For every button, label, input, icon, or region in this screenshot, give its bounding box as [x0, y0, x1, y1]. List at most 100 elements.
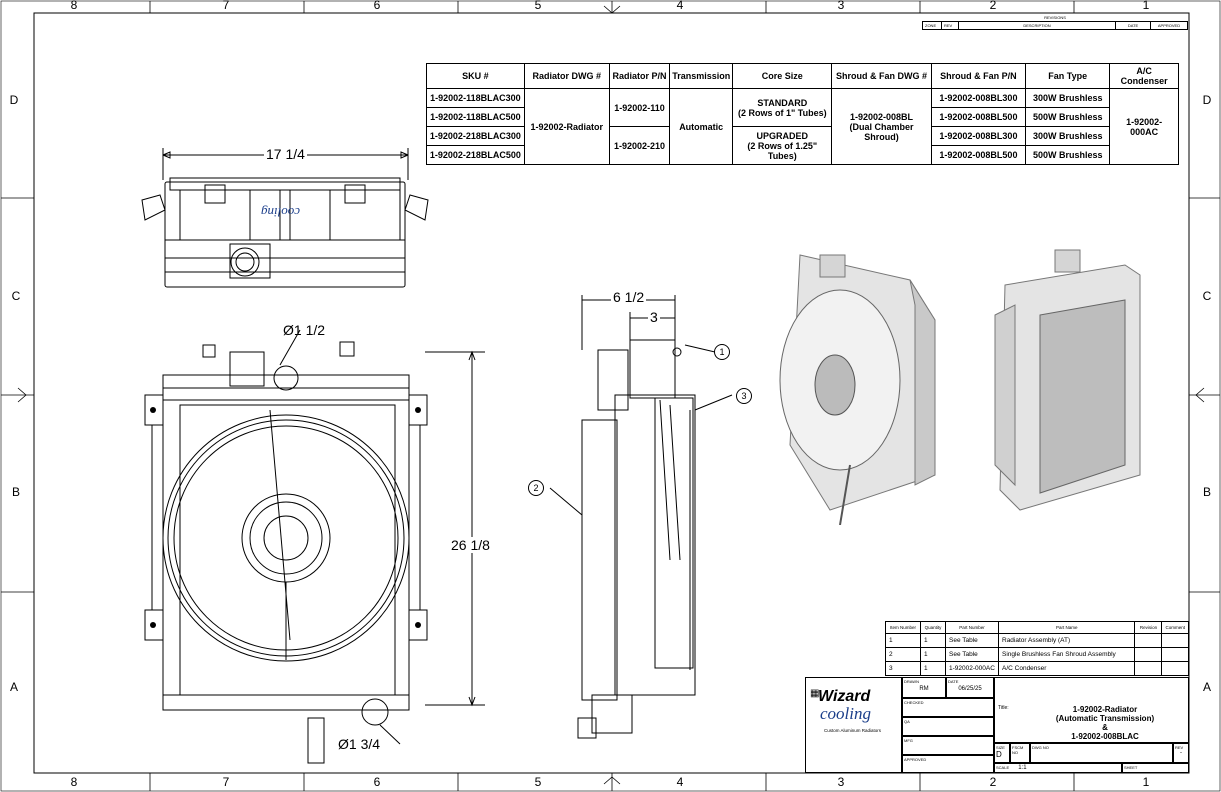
fan-type-cell: 300W Brushless — [1025, 88, 1111, 108]
balloon-1: 1 — [714, 344, 730, 360]
bom-revision — [1134, 647, 1163, 662]
shroud-pn-header: Shroud & Fan P/N — [930, 63, 1027, 89]
sku-header: SKU # — [426, 63, 525, 89]
shroud-dwg-cell: 1-92002-008BL(Dual Chamber Shroud) — [831, 88, 932, 165]
logo-cell: Wizard cooling Custom Aluminum Radiators… — [805, 677, 902, 773]
top-view-drawing: cooling — [141, 148, 429, 288]
bom-header-pn: Part Number — [945, 621, 999, 634]
rev-header-zone: ZONE — [922, 21, 942, 30]
title-line: & — [1102, 723, 1108, 732]
scale-cell: SCALE 1:1 — [994, 763, 1122, 773]
core-size-line1: UPGRADED — [756, 130, 809, 141]
bom-row: 3 1 1-92002-000AC A/C Condenser — [885, 661, 1189, 676]
rev-header-approved: APPROVED — [1150, 21, 1188, 30]
mfg-cell: MFG — [902, 736, 994, 755]
fan-type-cell: 300W Brushless — [1025, 126, 1111, 146]
balloon-3: 3 — [736, 388, 752, 404]
top-width-dimension: 17 1/4 — [264, 146, 307, 162]
title-text: 1-92002-Radiator (Automatic Transmission… — [1025, 705, 1185, 741]
front-view-drawing — [144, 329, 485, 764]
zone-col-6: 6 — [373, 775, 381, 789]
sku-table: SKU # Radiator DWG # Radiator P/N Transm… — [426, 63, 1179, 165]
bom-comment — [1161, 633, 1189, 648]
zone-col-7: 7 — [222, 775, 230, 789]
drawn-date-cell: DATE 06/25/25 — [946, 677, 994, 698]
approved-label: APPROVED — [904, 757, 927, 762]
logo-tagline: Custom Aluminum Radiators — [824, 728, 882, 733]
zone-col-6: 6 — [373, 0, 381, 12]
date-label: DATE — [948, 679, 959, 684]
zone-col-2: 2 — [989, 775, 997, 789]
core-size-line1: STANDARD — [757, 97, 808, 108]
bom-name: Radiator Assembly (AT) — [997, 633, 1136, 648]
title-line: (Automatic Transmission) — [1055, 714, 1155, 723]
radiator-dwg-header: Radiator DWG # — [523, 63, 610, 89]
outlet-diameter-dimension: Ø1 3/4 — [338, 736, 381, 752]
size-value: D — [996, 750, 1002, 759]
rev-header-rev: REV — [941, 21, 959, 30]
bom-row: 1 1 See Table Radiator Assembly (AT) — [885, 633, 1189, 648]
shroud-pn-cell: 1-92002-008BL300 — [930, 88, 1027, 108]
core-size-cell: UPGRADED(2 Rows of 1.25" Tubes) — [732, 126, 833, 165]
height-dimension: 26 1/8 — [450, 537, 491, 553]
side-view-drawing — [549, 295, 733, 739]
zone-row-d: D — [9, 93, 19, 107]
zone-row-d: D — [1202, 93, 1212, 107]
transmission-cell: Automatic — [669, 88, 734, 165]
bom-pn: 1-92002-000AC — [945, 661, 999, 676]
sku-cell: 1-92002-218BLAC500 — [426, 145, 525, 165]
zone-col-3: 3 — [837, 0, 845, 12]
title-cell: Title: 1-92002-Radiator (Automatic Trans… — [994, 677, 1189, 743]
fan-type-cell: 500W Brushless — [1025, 107, 1111, 127]
shroud-dwg-line1: 1-92002-008BL — [850, 111, 914, 122]
core-size-header: Core Size — [732, 63, 833, 89]
ac-condenser-header: A/C Condenser — [1109, 63, 1179, 89]
shroud-dwg-header: Shroud & Fan DWG # — [831, 63, 932, 89]
title-line: 1-92002-008BLAC — [1071, 732, 1139, 741]
approved-cell: APPROVED — [902, 755, 994, 773]
logo-cooling: cooling — [820, 704, 871, 723]
zone-col-8: 8 — [70, 775, 78, 789]
bom-table: Item Number Quantity Part Number Part Na… — [885, 621, 1189, 676]
zone-col-3: 3 — [837, 775, 845, 789]
rev-cell: REV - — [1173, 743, 1189, 763]
sku-cell: 1-92002-218BLAC300 — [426, 126, 525, 146]
bom-name: Single Brushless Fan Shroud Assembly — [997, 647, 1136, 662]
svg-text:cooling: cooling — [261, 205, 300, 220]
shroud-pn-cell: 1-92002-008BL300 — [930, 126, 1027, 146]
fan-type-header: Fan Type — [1025, 63, 1111, 89]
drawn-by: RM — [919, 686, 929, 692]
title-line: 1-92002-Radiator — [1072, 705, 1138, 714]
transmission-header: Transmission — [669, 63, 734, 89]
zone-col-1: 1 — [1142, 0, 1150, 12]
sku-cell: 1-92002-118BLAC500 — [426, 107, 525, 127]
zone-col-5: 5 — [534, 775, 542, 789]
ac-condenser-cell: 1-92002-000AC — [1109, 88, 1179, 165]
bom-revision — [1134, 661, 1163, 676]
dwg-no-label: DWG NO — [1032, 745, 1049, 750]
core-size-cell: STANDARD(2 Rows of 1" Tubes) — [732, 88, 833, 127]
scale-value: 1:1 — [1018, 765, 1027, 771]
zone-row-c: C — [11, 289, 21, 303]
sheet-label: SHEET — [1124, 765, 1138, 770]
scale-label: SCALE — [996, 765, 1010, 770]
bom-header-revision: Revision — [1134, 621, 1163, 634]
sku-cell: 1-92002-118BLAC300 — [426, 88, 525, 108]
logo-wizard: Wizard — [818, 688, 871, 705]
bom-name: A/C Condenser — [997, 661, 1136, 676]
shroud-pn-cell: 1-92002-008BL500 — [930, 145, 1027, 165]
size-cell: SIZE D — [994, 743, 1010, 763]
zone-col-5: 5 — [534, 0, 542, 12]
radiator-pn-header: Radiator P/N — [608, 63, 671, 89]
isometric-render-rear — [994, 249, 1141, 511]
bom-revision — [1134, 633, 1163, 648]
zone-col-2: 2 — [989, 0, 997, 12]
bom-pn: See Table — [945, 647, 999, 662]
isometric-render-front — [779, 254, 936, 525]
balloon-2: 2 — [528, 480, 544, 496]
zone-row-c: C — [1202, 289, 1212, 303]
zone-col-1: 1 — [1142, 775, 1150, 789]
rev-value: - — [1180, 750, 1182, 756]
bom-pn: See Table — [945, 633, 999, 648]
